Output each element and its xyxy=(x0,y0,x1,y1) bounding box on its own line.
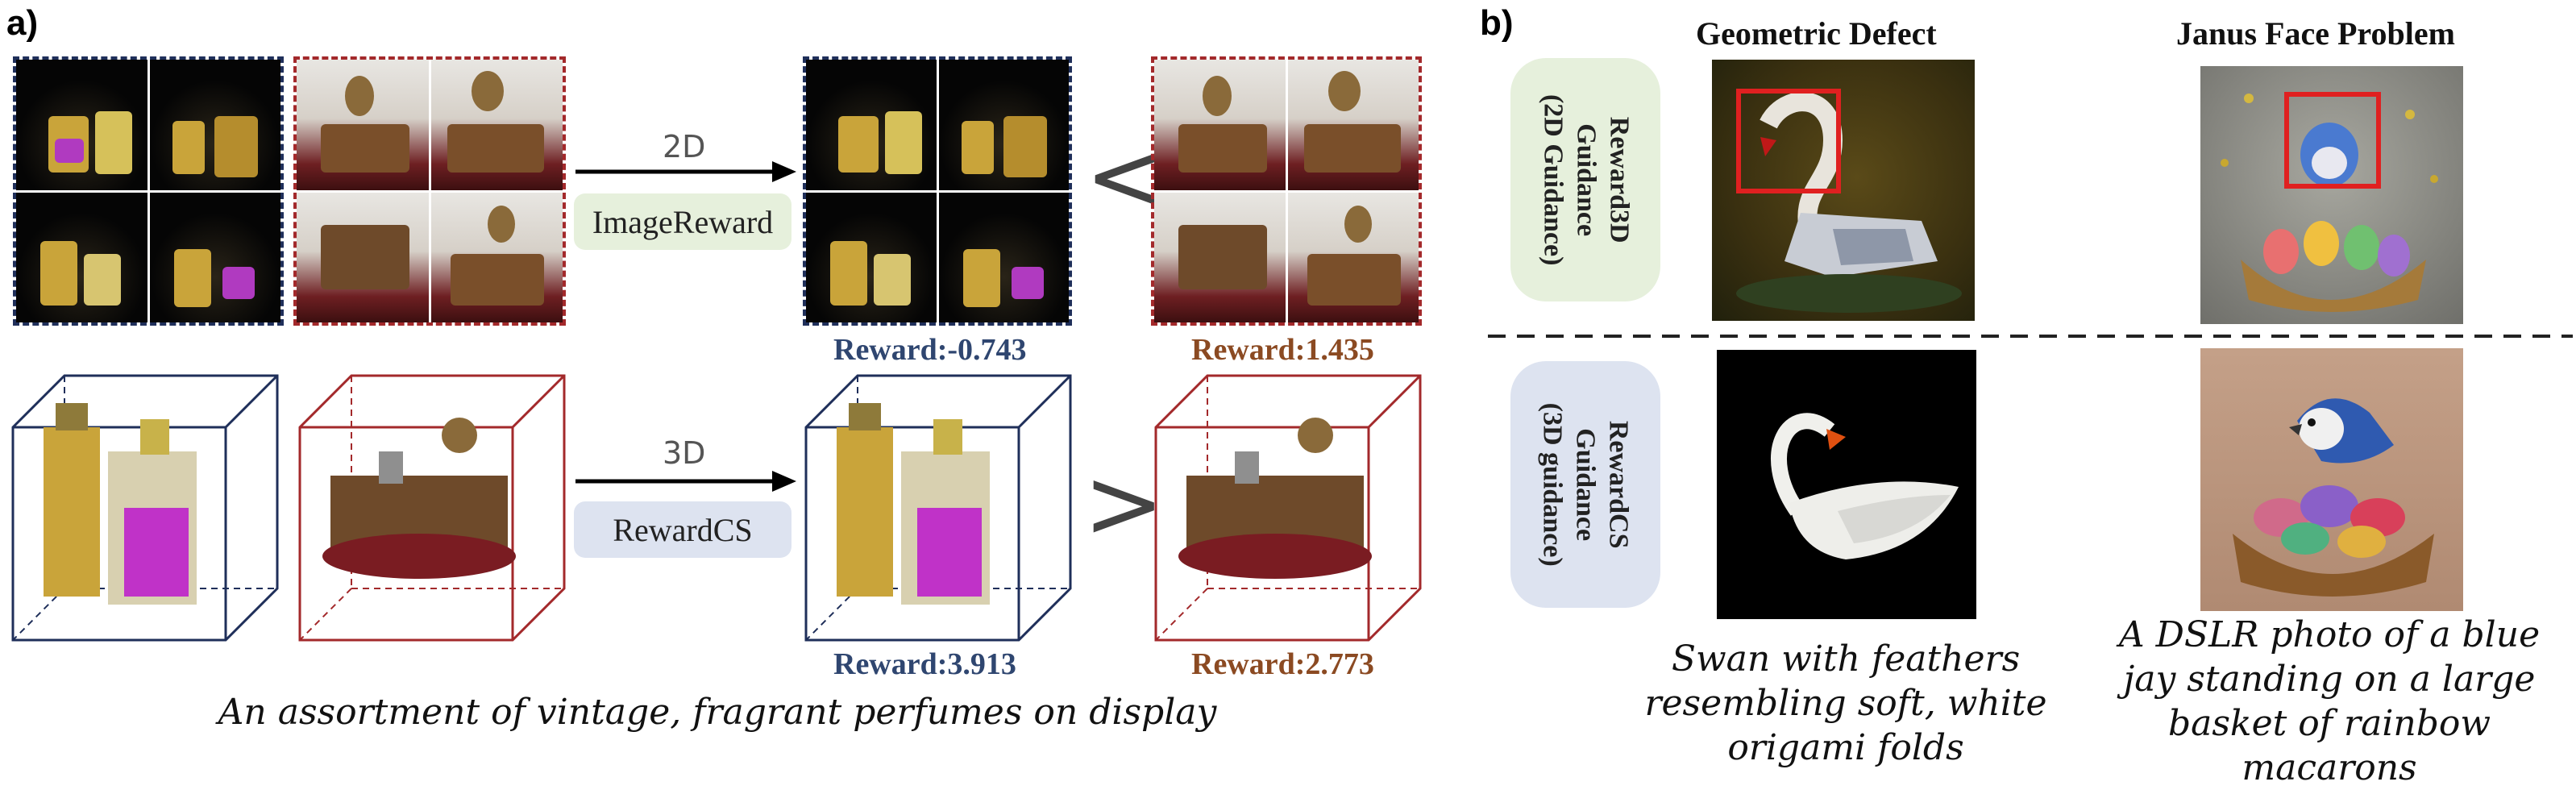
image-swan-origami xyxy=(1717,350,1976,619)
image-bluejay-janus xyxy=(2200,66,2463,324)
reward-2d-left: Reward:-0.743 xyxy=(833,333,1027,367)
perfume-view xyxy=(938,60,1069,190)
arrow-3d-label: 3D xyxy=(663,435,706,471)
row-label-3d-text: RewardCS Guidance (3D guidance) xyxy=(1538,402,1635,567)
perfume-view xyxy=(16,60,147,190)
bluejay-macarons-illustration xyxy=(2233,398,2434,597)
cube-perfume-light-left xyxy=(298,374,566,642)
cube-perfume-dark-left xyxy=(11,374,279,642)
perfume-view xyxy=(1154,60,1286,190)
image-grid-perfume-dark-left xyxy=(13,56,284,326)
defect-highlight-box xyxy=(1736,89,1841,193)
perfume-view xyxy=(1287,192,1419,322)
image-grid-perfume-light-left xyxy=(293,56,566,326)
col-title-geometric-defect: Geometric Defect xyxy=(1696,15,1937,52)
perfume-view xyxy=(1287,60,1419,190)
perfume-view xyxy=(938,192,1069,322)
arrow-3d xyxy=(575,471,796,492)
perfume-view xyxy=(149,60,280,190)
panel-a-caption: An assortment of vintage, fragrant perfu… xyxy=(218,692,1217,733)
perfume-view xyxy=(297,60,429,190)
janus-highlight-box xyxy=(2284,92,2381,189)
row-separator xyxy=(1488,335,2573,338)
compare-greater-than: > xyxy=(1083,448,1165,560)
imagereward-label: ImageReward xyxy=(574,193,791,250)
cube-perfume-dark-right xyxy=(804,374,1072,642)
rewardcs-label: RewardCS xyxy=(574,501,791,558)
col-title-janus-face: Janus Face Problem xyxy=(2176,15,2455,52)
perfume-view xyxy=(1154,192,1286,322)
reward-3d-left: Reward:3.913 xyxy=(833,647,1016,681)
perfume-view xyxy=(806,192,937,322)
perfume-view xyxy=(430,60,563,190)
swan-origami-illustration xyxy=(1771,413,1959,559)
caption-bluejay: A DSLR photo of a blue jay standing on a… xyxy=(2118,614,2541,788)
row-label-3d-guidance: RewardCS Guidance (3D guidance) xyxy=(1510,361,1660,608)
arrow-2d xyxy=(575,161,796,182)
perfume-view xyxy=(430,192,563,322)
reward-3d-right: Reward:2.773 xyxy=(1191,647,1374,681)
cube-perfume-light-right xyxy=(1154,374,1422,642)
perfume-view xyxy=(297,192,429,322)
perfume-view xyxy=(16,192,147,322)
image-grid-perfume-light-right xyxy=(1151,56,1422,326)
panel-a-label: a) xyxy=(6,3,39,43)
swan-defect-illustration xyxy=(1736,92,1962,313)
image-bluejay-macarons xyxy=(2200,348,2463,611)
perfume-view xyxy=(149,192,280,322)
row-label-2d-text: Reward3D Guidance (2D Guidance) xyxy=(1538,94,1635,266)
reward-2d-right: Reward:1.435 xyxy=(1191,333,1374,367)
image-swan-defect xyxy=(1712,60,1975,321)
caption-swan: Swan with feathers resembling soft, whit… xyxy=(1644,638,2047,768)
bluejay-janus-illustration xyxy=(2221,94,2438,312)
arrow-2d-label: 2D xyxy=(663,129,706,164)
image-grid-perfume-dark-right xyxy=(803,56,1072,326)
panel-b-label: b) xyxy=(1480,3,1514,43)
perfume-view xyxy=(806,60,937,190)
row-label-2d-guidance: Reward3D Guidance (2D Guidance) xyxy=(1510,58,1660,301)
